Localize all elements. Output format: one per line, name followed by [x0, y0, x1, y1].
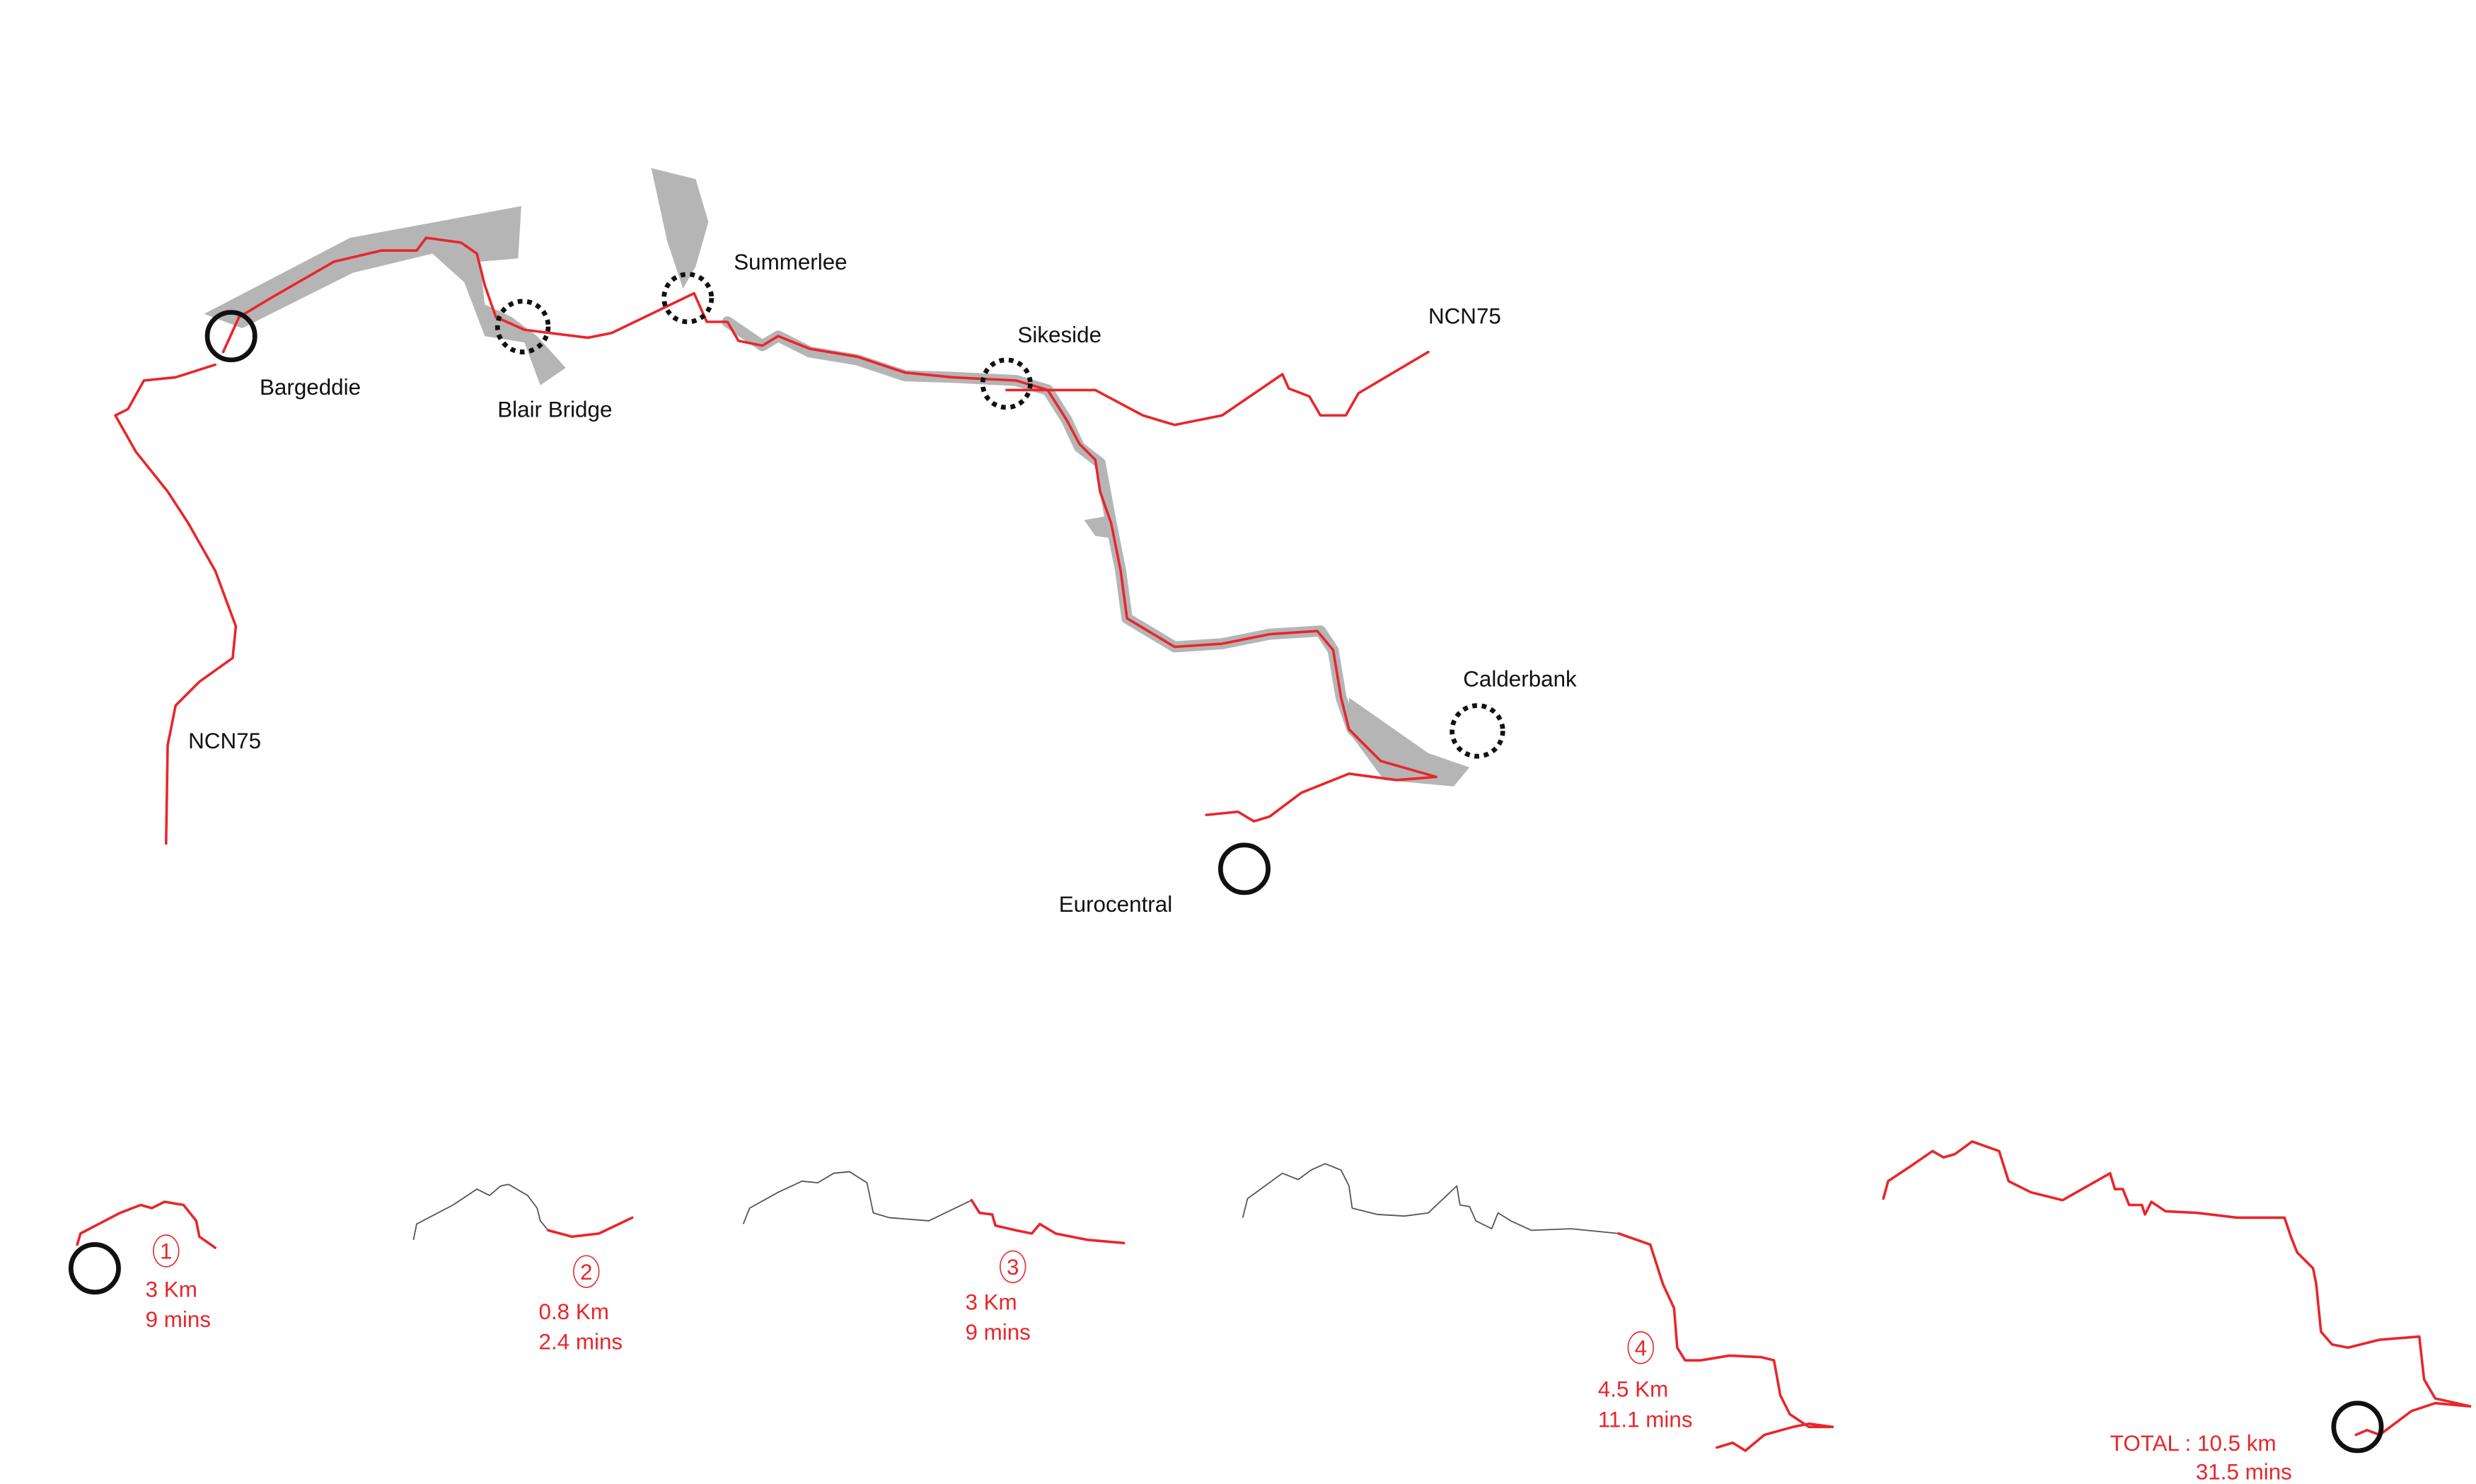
segment-2: 2 0.8 Km 2.4 mins	[412, 1183, 634, 1354]
segment-4-number: 4	[1635, 1335, 1647, 1360]
segment-2-context-path	[412, 1183, 549, 1240]
segment-3-context-path	[742, 1171, 972, 1224]
segment-3-number-ring	[999, 1250, 1026, 1284]
canal-calderbank	[1348, 697, 1470, 787]
segment-1-path	[76, 1200, 217, 1249]
segment-3: 3 3 Km 9 mins	[742, 1171, 1126, 1345]
segment-2-distance: 0.8 Km	[539, 1299, 609, 1324]
segment-1: 1 3 Km 9 mins	[68, 1200, 217, 1332]
segment-3-number: 3	[1007, 1255, 1019, 1280]
segment-1-distance: 3 Km	[146, 1277, 197, 1302]
stop-label-blair-bridge: Blair Bridge	[497, 398, 612, 422]
segment-2-number-ring	[573, 1255, 600, 1288]
total-distance: TOTAL : 10.5 km	[2110, 1431, 2277, 1456]
segment-4-context-path	[1242, 1163, 1619, 1234]
segment-4: 4 4.5 Km 11.1 mins	[1242, 1163, 1834, 1452]
segment-1-time: 9 mins	[146, 1307, 211, 1332]
total-end-marker	[2331, 1401, 2384, 1454]
segment-3-distance: 3 Km	[965, 1289, 1017, 1314]
total-route-path	[1882, 1140, 2472, 1437]
segment-4-path	[1617, 1232, 1834, 1452]
segment-3-time: 9 mins	[965, 1320, 1030, 1345]
total-route: TOTAL : 10.5 km 31.5 mins	[1882, 1140, 2472, 1484]
segment-4-distance: 4.5 Km	[1598, 1377, 1668, 1402]
canal-summerlee	[651, 168, 709, 289]
ncn75-west-route	[114, 363, 238, 845]
segment-3-path	[970, 1198, 1126, 1245]
stop-marker-summerlee[interactable]	[661, 272, 715, 325]
main-route	[221, 236, 1437, 823]
stop-label-sikeside: Sikeside	[1017, 323, 1101, 347]
stop-label-bargeddie: Bargeddie	[260, 375, 361, 400]
stop-label-eurocentral: Eurocentral	[1059, 892, 1172, 917]
segment-1-number: 1	[160, 1239, 172, 1264]
segment-1-start-marker	[68, 1242, 121, 1295]
stop-marker-eurocentral[interactable]	[1217, 842, 1271, 895]
route-label-ncn75-west: NCN75	[188, 729, 261, 753]
segment-2-path	[547, 1216, 634, 1239]
segment-2-time: 2.4 mins	[539, 1329, 623, 1354]
total-time: 31.5 mins	[2196, 1459, 2292, 1484]
stop-label-summerlee: Summerlee	[734, 250, 847, 274]
canal-west	[204, 206, 566, 386]
stop-marker-calderbank[interactable]	[1450, 703, 1505, 759]
segment-1-number-ring	[153, 1234, 180, 1268]
ncn75-east-route	[1005, 350, 1430, 427]
segment-4-number-ring	[1627, 1331, 1655, 1364]
segment-2-number: 2	[580, 1260, 592, 1285]
stop-marker-bargeddie[interactable]	[204, 310, 258, 363]
route-label-ncn75-east: NCN75	[1428, 303, 1501, 328]
stop-marker-blair-bridge[interactable]	[494, 298, 551, 354]
stop-label-calderbank: Calderbank	[1463, 667, 1577, 692]
stop-marker-sikeside[interactable]	[980, 357, 1033, 410]
segment-4-time: 11.1 mins	[1598, 1407, 1693, 1432]
